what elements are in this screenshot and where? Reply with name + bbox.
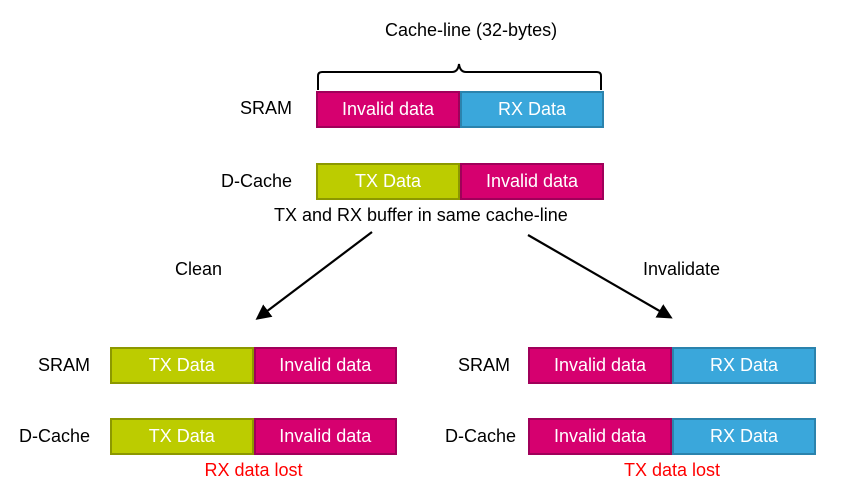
clean-sram-bar: TX Data Invalid data — [110, 347, 397, 384]
clean-result: RX data lost — [204, 460, 303, 480]
clean-sram-invalid-cell: Invalid data — [253, 347, 397, 384]
invalidate-result: TX data lost — [623, 460, 721, 480]
top-sram-label: SRAM — [239, 98, 292, 118]
clean-dcache-invalid-cell: Invalid data — [253, 418, 397, 455]
invalidate-sram-bar: Invalid data RX Data — [528, 347, 816, 384]
top-sram-invalid-cell: Invalid data — [316, 91, 460, 128]
invalidate-dcache-invalid-cell: Invalid data — [528, 418, 672, 455]
invalidate-label: Invalidate — [643, 259, 721, 279]
clean-arrow — [255, 231, 373, 320]
invalidate-dcache-label: D-Cache — [444, 426, 516, 446]
invalidate-dcache-bar: Invalid data RX Data — [528, 418, 816, 455]
top-sram-rx-cell: RX Data — [460, 91, 604, 128]
clean-dcache-bar: TX Data Invalid data — [110, 418, 397, 455]
clean-sram-label: SRAM — [37, 355, 90, 375]
top-dcache-tx-cell: TX Data — [316, 163, 460, 200]
invalidate-arrow — [527, 234, 673, 319]
top-dcache-bar: TX Data Invalid data — [316, 163, 604, 200]
top-dcache-label: D-Cache — [220, 171, 292, 191]
top-sram-bar: Invalid data RX Data — [316, 91, 604, 128]
clean-dcache-label: D-Cache — [18, 426, 90, 446]
invalidate-sram-label: SRAM — [457, 355, 510, 375]
clean-dcache-tx-cell: TX Data — [110, 418, 254, 455]
top-caption: TX and RX buffer in same cache-line — [274, 205, 568, 225]
invalidate-dcache-rx-cell: RX Data — [672, 418, 816, 455]
top-dcache-invalid-cell: Invalid data — [460, 163, 604, 200]
cache-line-brace — [317, 63, 602, 90]
clean-label: Clean — [175, 259, 223, 279]
invalidate-sram-rx-cell: RX Data — [672, 347, 816, 384]
invalidate-sram-invalid-cell: Invalid data — [528, 347, 672, 384]
cache-line-label: Cache-line (32-bytes) — [385, 20, 558, 40]
clean-sram-tx-cell: TX Data — [110, 347, 254, 384]
